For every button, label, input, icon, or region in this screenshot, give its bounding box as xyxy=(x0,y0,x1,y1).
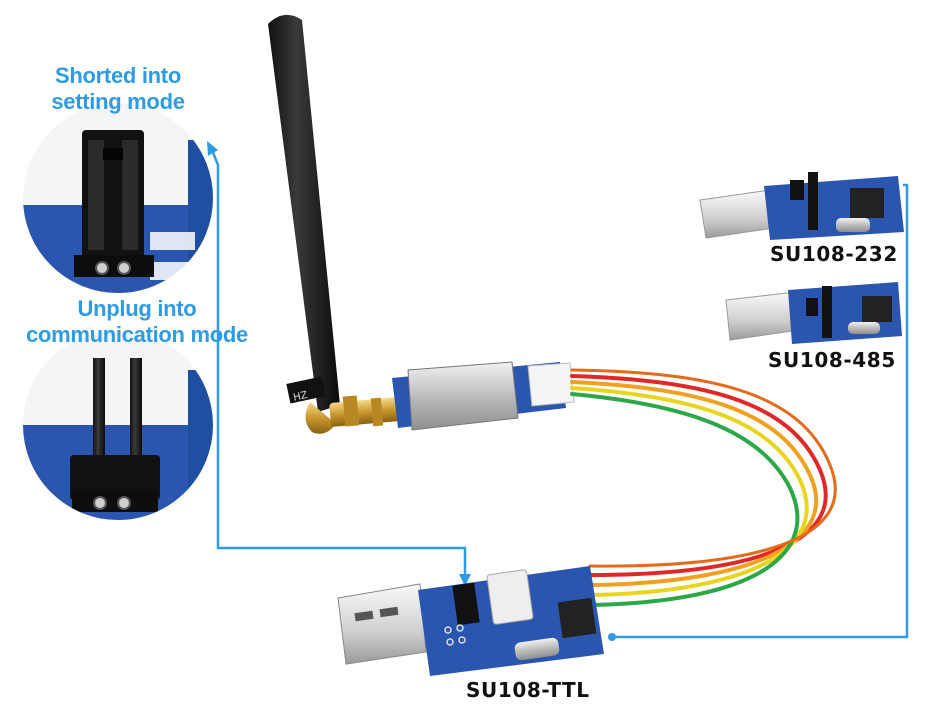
setting-mode-label: Shorted into setting mode xyxy=(28,63,208,115)
communication-mode-line1: Unplug into xyxy=(77,296,197,321)
setting-mode-line2: setting mode xyxy=(51,89,185,114)
su108-ttl-label: SU108-TTL xyxy=(466,678,590,702)
communication-mode-line2: communication mode xyxy=(26,322,248,347)
su108-485-label: SU108-485 xyxy=(768,348,896,372)
su108-ttl-board xyxy=(337,566,604,676)
communication-mode-closeup xyxy=(22,329,214,521)
setting-mode-line1: Shorted into xyxy=(55,63,181,88)
su108-485-board xyxy=(725,282,902,344)
callout-lines xyxy=(207,141,909,641)
antenna-icon: HZ xyxy=(268,14,401,434)
jumper-icon xyxy=(82,130,144,260)
wire-bundle xyxy=(570,368,837,607)
svg-text:HZ: HZ xyxy=(292,390,308,404)
su108-232-board xyxy=(699,172,904,240)
communication-mode-label: Unplug into communication mode xyxy=(6,296,268,348)
rf-module xyxy=(392,361,575,431)
su108-232-label: SU108-232 xyxy=(770,242,898,266)
